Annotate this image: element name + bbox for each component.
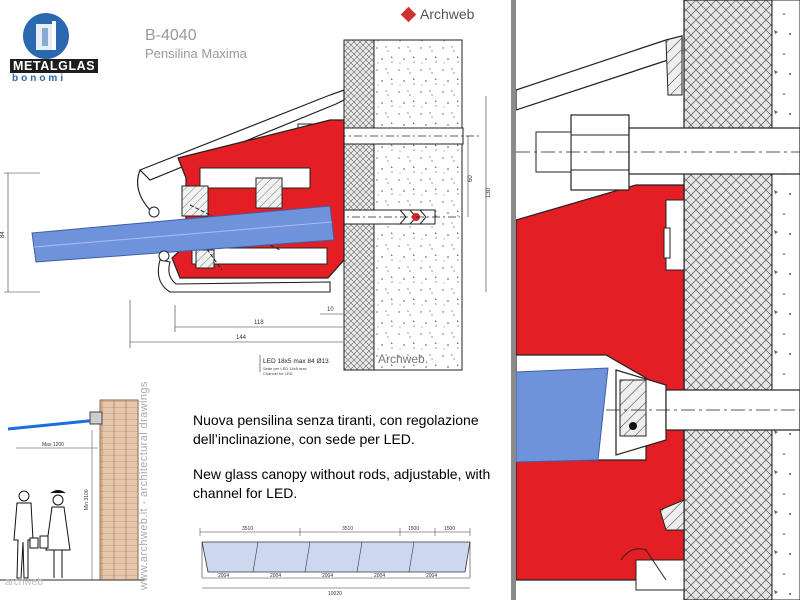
people-figures [13,490,71,579]
led-note: LED 18x5 max 84 Ø13 [263,358,329,365]
dim-144: 144 [236,335,247,341]
plan-bottom-dim-5: 2004 [426,573,437,579]
dim-10: 10 [327,307,334,313]
archweb-watermark: Archweb. [378,352,429,366]
archweb-brand: Archweb [400,6,475,23]
plan-top-dim-3: 1500 [408,526,419,532]
drawing-subtitle: Pensilina Maxima [145,46,247,61]
plan-top-dim-1: 3510 [242,526,253,532]
detail-glass-pane [516,367,609,463]
description-italian: Nuova pensilina senza tiranti, con regol… [193,412,479,447]
dim-118: 118 [254,320,264,326]
detail-zoom-drawing [516,0,800,600]
detail-cover-profile [516,35,683,111]
dim-height-right-1: 60 [468,175,474,182]
dim-height-right-2: 130 [486,187,492,198]
brick-wall [99,399,139,581]
wall-concrete-layer [373,39,463,371]
canopy-glass-elevation [7,418,99,431]
elev-height-label: Min 3100 [84,489,90,510]
plan-bottom-dim-3: 2004 [322,573,333,579]
anchor-rod [327,127,464,145]
side-url: www.archweb.it - architectural drawings [138,381,150,590]
plan-view-drawing: 3510 3510 1500 1500 2004 2004 2004 2004 … [199,526,471,597]
plan-bottom-dim-2: 2004 [270,573,281,579]
logo-subword: bonomi [12,73,67,84]
metalglas-logo-mark [23,13,69,59]
archweb-brand-label: Archweb [420,6,475,22]
led-note-sub-2: Channel for LED [263,371,293,376]
plan-total-dim: 10020 [328,591,342,597]
panel-divider [511,0,516,600]
drawing-code: B-4040 [145,27,197,44]
elev-max-label: Max 1200 [42,442,64,448]
dimension-lines [4,96,487,372]
bottom-watermark: archweb [5,577,43,588]
detail-concrete-layer [771,0,800,600]
detail-brick-layer [683,0,773,600]
plan-top-dim-4: 1500 [444,526,455,532]
plan-bottom-dim-4: 2004 [374,573,385,579]
logo-wordmark: METALGLAS [10,59,99,73]
plan-bottom-dim-1: 2004 [218,573,229,579]
plan-top-dim-2: 3510 [342,526,353,532]
detail-bolt-nut [570,114,630,191]
bottom-cover [157,259,331,293]
dim-height-left: 84 [0,231,6,238]
description-english: New glass canopy without rods, adjustabl… [193,466,491,501]
led-note-sub-1: Sede per LED 18x5 max [263,366,307,371]
adjuster-block [181,185,209,217]
plan-glass-area [201,541,471,573]
detail-anchor-rod [628,127,800,175]
elevation-drawing: Max 1200 Min 3100 [0,399,145,581]
wall-brick-layer [343,39,375,371]
canopy-section-drawing: 84 60 130 118 144 10 LED 18x5 max 84 Ø13… [0,39,492,376]
